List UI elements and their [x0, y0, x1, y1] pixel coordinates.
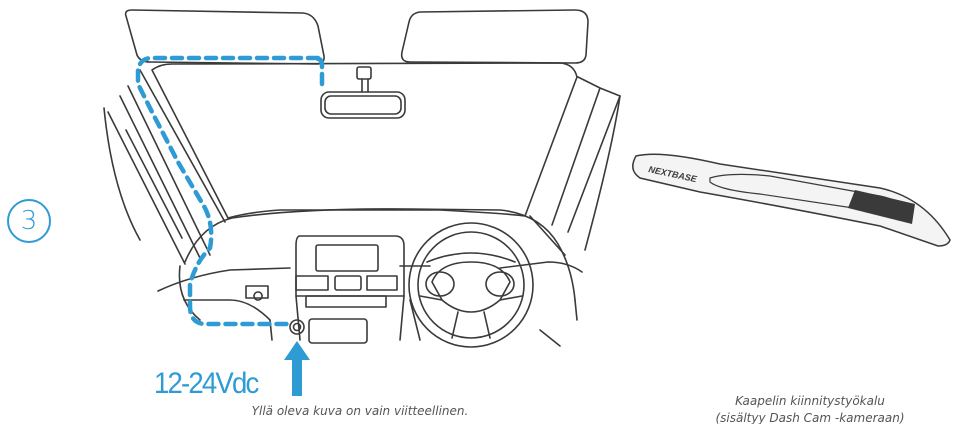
- step-number: 3: [20, 206, 38, 236]
- console-sides: [295, 295, 405, 341]
- climate-controls: [305, 295, 387, 308]
- tool-caption-line1: Kaapelin kiinnitystyökalu: [735, 394, 885, 408]
- steering-wheel-rim-inner: [417, 231, 525, 339]
- right-dash-edge: [409, 299, 578, 347]
- cable-clip-tool: NEXTBASE: [632, 153, 951, 247]
- glovebox-slot: [308, 318, 368, 344]
- step-number-badge: 3: [7, 199, 51, 243]
- tool-caption-line2: (sisältyy Dash Cam -kameraan): [715, 411, 905, 424]
- reference-caption: Yllä oleva kuva on vain viitteellinen.: [251, 404, 469, 418]
- power-voltage-label: 12-24Vdc: [154, 367, 259, 400]
- cable-route: [135, 55, 325, 327]
- windscreen: [151, 62, 578, 219]
- left-window: [103, 107, 141, 241]
- mirror-mount: [356, 66, 372, 80]
- steering-wheel-hub: [431, 261, 511, 313]
- console-vent-left: [295, 275, 329, 291]
- dashboard-lower-left: [178, 265, 273, 341]
- right-window: [584, 95, 621, 251]
- 12v-socket-inner: [292, 322, 302, 332]
- steering-wheel-rim-outer: [408, 222, 534, 348]
- mirror-stem: [361, 78, 369, 93]
- windscreen-inner-edge: [139, 69, 226, 223]
- left-vent: [245, 285, 269, 301]
- rear-view-mirror-inner: [324, 95, 402, 115]
- a-pillar-left: [107, 85, 211, 265]
- dashboard-line: [157, 261, 583, 292]
- instrument-cluster-left: [425, 271, 455, 297]
- instrument-cluster-right: [485, 271, 515, 297]
- infotainment-screen: [315, 244, 379, 272]
- instrument-cowl: [426, 252, 516, 263]
- dashboard-top: [184, 208, 576, 301]
- steering-wheel-spokes: [419, 295, 523, 339]
- tool-grip: [848, 190, 915, 224]
- tool-caption: Kaapelin kiinnitystyökalu (sisältyy Dash…: [700, 393, 920, 424]
- console-vent-right: [366, 275, 398, 291]
- rear-view-mirror: [320, 91, 406, 119]
- 12v-socket: [289, 319, 305, 335]
- power-arrow: [284, 341, 310, 396]
- right-sun-visor: [400, 9, 589, 64]
- hazard-panel: [334, 275, 362, 291]
